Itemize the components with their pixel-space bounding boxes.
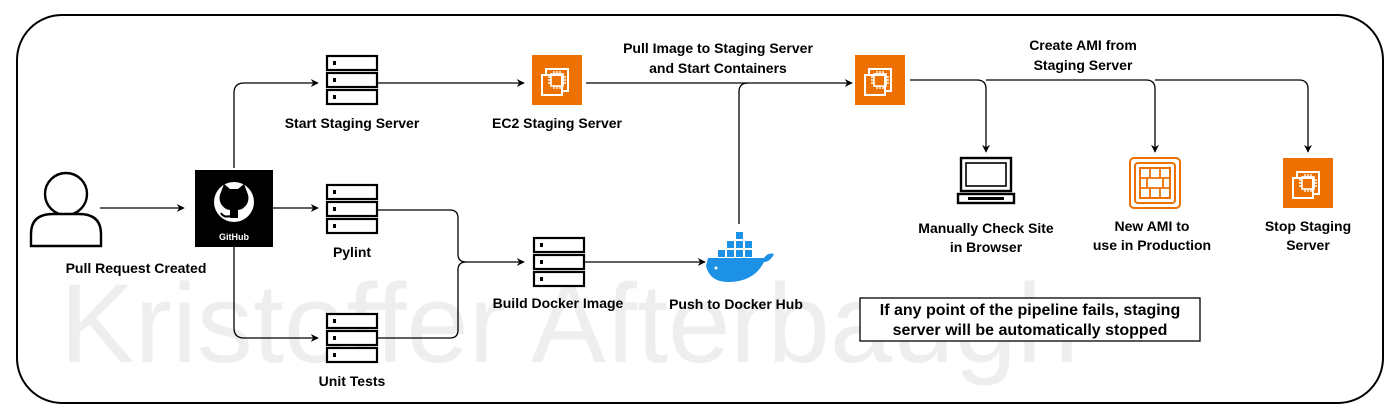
new-ami-label-line2: use in Production bbox=[1093, 237, 1211, 253]
new-ami-label-line1: New AMI to bbox=[1115, 218, 1190, 234]
edge-docker-hub-pull bbox=[738, 82, 749, 224]
stop-staging-label-line1: Stop Staging bbox=[1265, 218, 1351, 234]
start-staging-label: Start Staging Server bbox=[285, 115, 420, 131]
edge-ec2-check-browser bbox=[910, 79, 990, 153]
ami-icon bbox=[1129, 157, 1181, 209]
docker-icon bbox=[706, 232, 774, 282]
create-ami-label-line2: Staging Server bbox=[1034, 57, 1133, 73]
check-browser-label-line1: Manually Check Site bbox=[918, 220, 1054, 236]
server-icon bbox=[532, 236, 586, 288]
ec2-instance-icon bbox=[1282, 157, 1334, 209]
github-icon: GitHub bbox=[195, 170, 273, 247]
failure-note-line2: server will be automatically stopped bbox=[893, 322, 1168, 339]
edge-pylint-build bbox=[377, 209, 525, 266]
edge-github-unit-tests bbox=[233, 246, 319, 342]
edge-github-start-staging bbox=[233, 79, 319, 168]
edge-unit-tests-build bbox=[377, 261, 467, 339]
pylint-label: Pylint bbox=[333, 244, 371, 260]
server-icon bbox=[325, 54, 379, 106]
server-icon bbox=[325, 312, 379, 364]
user-label: Pull Request Created bbox=[66, 260, 207, 276]
ec2-instance-icon bbox=[854, 54, 906, 106]
unit-tests-label: Unit Tests bbox=[319, 373, 386, 389]
monitor-icon bbox=[956, 156, 1016, 205]
server-icon bbox=[325, 183, 379, 235]
pull-image-label-line2: and Start Containers bbox=[649, 60, 787, 76]
build-docker-label: Build Docker Image bbox=[493, 295, 624, 311]
edge-ec2-new-ami bbox=[986, 79, 1159, 153]
failure-note-line1: If any point of the pipeline fails, stag… bbox=[880, 302, 1180, 319]
failure-note: If any point of the pipeline fails, stag… bbox=[859, 297, 1201, 342]
check-browser-label-line2: in Browser bbox=[950, 239, 1023, 255]
ec2-staging-label: EC2 Staging Server bbox=[492, 115, 622, 131]
ec2-instance-icon bbox=[531, 54, 583, 106]
stop-staging-label-line2: Server bbox=[1286, 237, 1330, 253]
edge-ec2-stop-staging bbox=[1155, 79, 1312, 153]
pull-image-label-line1: Pull Image to Staging Server bbox=[623, 40, 813, 56]
docker-hub-label: Push to Docker Hub bbox=[669, 296, 803, 312]
user-icon bbox=[29, 171, 103, 248]
github-text: GitHub bbox=[219, 232, 249, 242]
create-ami-label-line1: Create AMI from bbox=[1029, 37, 1137, 53]
